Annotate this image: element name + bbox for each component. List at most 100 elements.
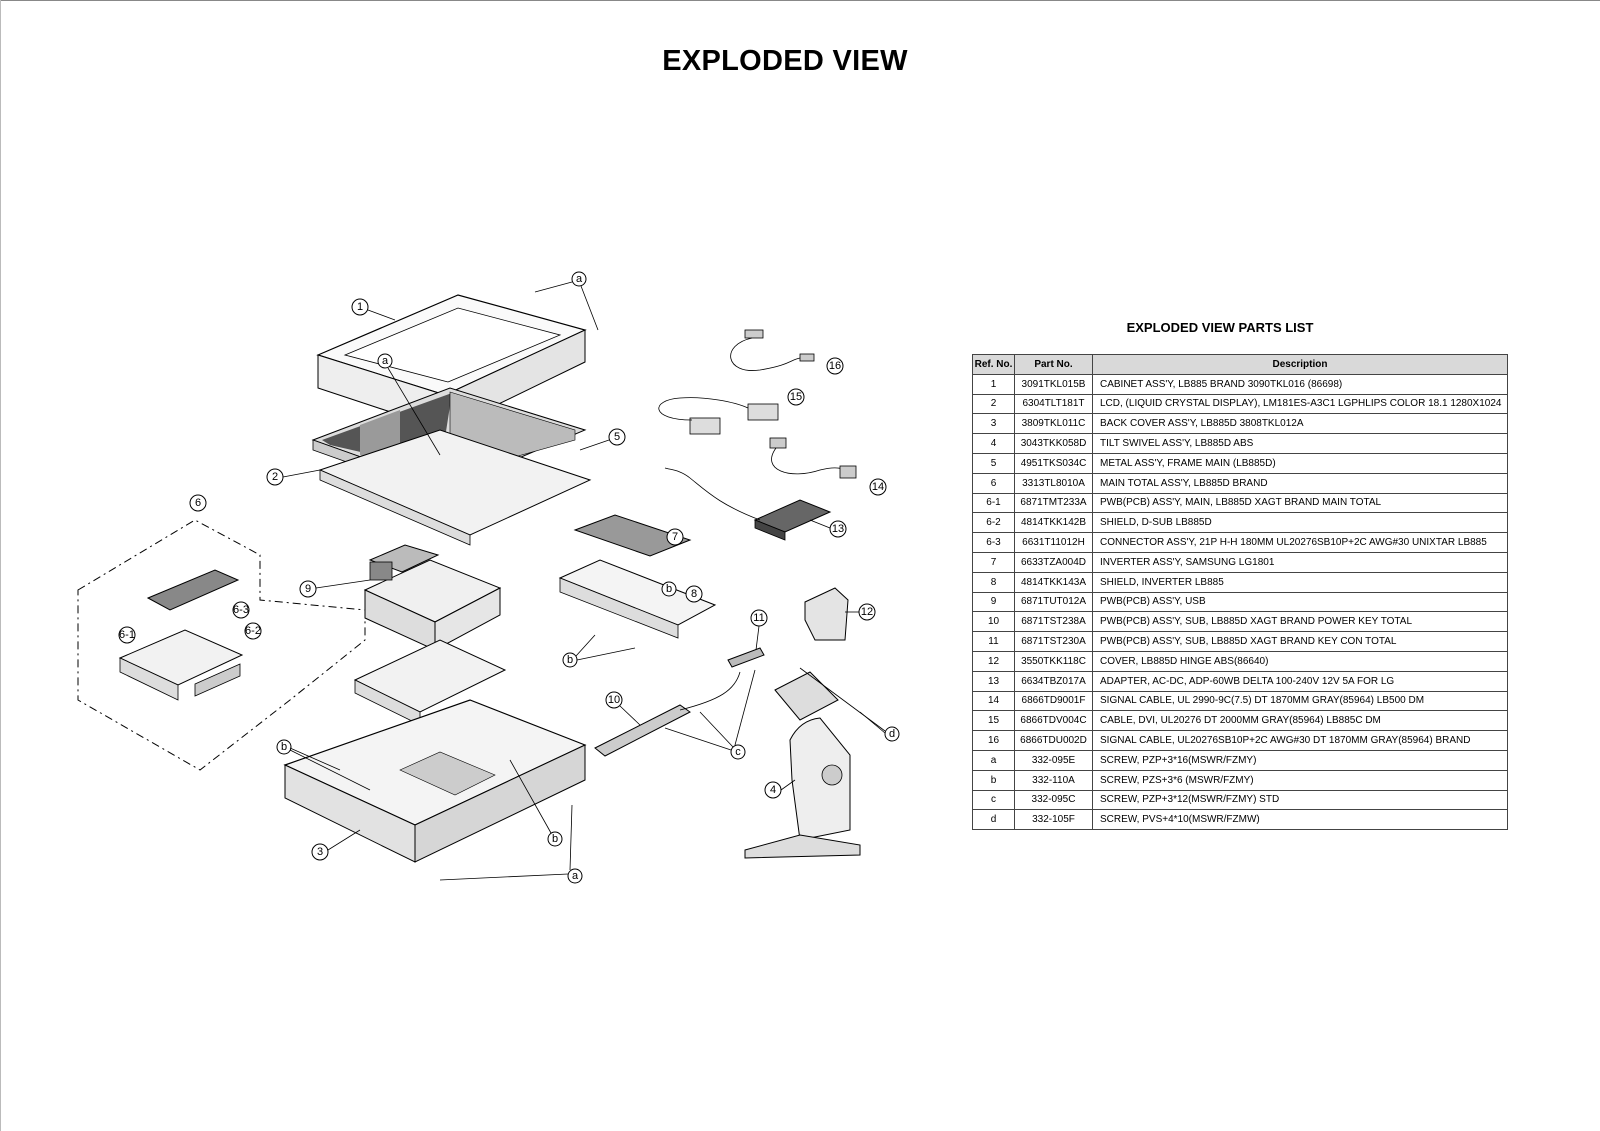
ref-cell: 6-3	[972, 532, 1015, 553]
ref-cell: 7	[972, 551, 1015, 573]
ref-cell: c	[972, 789, 1015, 811]
svg-text:12: 12	[861, 606, 873, 618]
description-cell: CABLE, DVI, UL20276 DT 2000MM GRAY(85964…	[1092, 710, 1508, 732]
part-no-cell: 332-095C	[1014, 789, 1093, 811]
part-no-cell: 6633TZA004D	[1014, 551, 1093, 573]
callout-4: 4	[764, 781, 782, 799]
exploded-view-diagram: 1 2 3 4 5 6 6-1 6-2 6-3 7 8 9 10 11 12 1…	[77, 271, 900, 884]
svg-text:11: 11	[753, 612, 764, 624]
callout-11: 11	[750, 609, 768, 627]
callout-5: 5	[608, 428, 626, 446]
page-title: EXPLODED VIEW	[662, 45, 908, 77]
ref-cell: 15	[972, 710, 1015, 732]
ref-cell: 4	[972, 433, 1015, 454]
description-cell: MAIN TOTAL ASS'Y, LB885D BRAND	[1092, 472, 1508, 494]
ref-cell: 1	[972, 373, 1015, 395]
part-no-cell: 6871TST230A	[1014, 631, 1093, 652]
part-hinge-cover	[804, 587, 849, 641]
part-ac-adapter	[664, 467, 832, 541]
ref-cell: b	[972, 769, 1015, 791]
svg-text:b: b	[281, 741, 287, 753]
part-no-cell: 3809TKL011C	[1014, 413, 1093, 435]
part-power-key-board	[594, 671, 741, 757]
part-key-con-board	[727, 647, 765, 668]
description-cell: COVER, LB885D HINGE ABS(86640)	[1092, 650, 1508, 672]
callout-6-1: 6-1	[118, 626, 136, 644]
part-no-cell: 6866TDU002D	[1014, 730, 1093, 751]
svg-text:16: 16	[829, 360, 841, 372]
part-no-cell: 332-095E	[1014, 749, 1093, 771]
svg-text:b: b	[567, 654, 573, 666]
ref-cell: 8	[972, 571, 1015, 593]
part-inverter-board	[573, 514, 692, 557]
callout-a-mid: a	[377, 353, 393, 369]
callout-6-2: 6-2	[244, 622, 262, 640]
part-no-cell: 332-110A	[1014, 769, 1093, 791]
svg-text:1: 1	[357, 301, 363, 313]
ref-cell: 10	[972, 611, 1015, 633]
callout-3: 3	[311, 843, 329, 861]
svg-text:9: 9	[305, 583, 311, 595]
part-no-cell: 6866TDV004C	[1014, 710, 1093, 732]
part-no-cell: 3313TL8010A	[1014, 472, 1093, 494]
parts-list-header-row: Ref. No. Part No. Description	[972, 354, 1508, 375]
description-cell: SCREW, PVS+4*10(MSWR/FZMW)	[1092, 809, 1508, 831]
svg-text:6: 6	[195, 497, 201, 509]
callout-b-shield: b	[562, 652, 578, 668]
ref-cell: 16	[972, 730, 1015, 751]
svg-text:3: 3	[317, 846, 323, 858]
ref-cell: 6	[972, 472, 1015, 494]
page-top-rule	[0, 0, 1600, 1]
part-usb-signal-cable	[730, 329, 815, 371]
ref-cell: 2	[972, 393, 1015, 415]
part-main-total-group	[77, 519, 366, 771]
description-cell: SIGNAL CABLE, UL 2990-9C(7.5) DT 1870MM …	[1092, 690, 1508, 712]
description-cell: SIGNAL CABLE, UL20276SB10P+2C AWG#30 DT …	[1092, 730, 1508, 751]
part-no-cell: 6871TST238A	[1014, 611, 1093, 633]
callout-1: 1	[351, 298, 369, 316]
description-cell: SCREW, PZP+3*12(MSWR/FZMY) STD	[1092, 789, 1508, 811]
ref-cell: 5	[972, 452, 1015, 474]
part-no-cell: 6634TBZ017A	[1014, 670, 1093, 692]
callout-b-inverter: b	[661, 581, 677, 597]
svg-text:13: 13	[832, 523, 844, 535]
part-back-cover	[283, 699, 587, 863]
part-main-shield-assembly	[363, 559, 502, 651]
svg-text:c: c	[735, 746, 741, 758]
part-no-cell: 3550TKK118C	[1014, 650, 1093, 672]
description-cell: LCD, (LIQUID CRYSTAL DISPLAY), LM181ES-A…	[1092, 393, 1508, 415]
part-no-cell: 4814TKK142B	[1014, 512, 1093, 534]
part-inverter-shield	[558, 559, 717, 639]
description-cell: SHIELD, INVERTER LB885	[1092, 571, 1508, 593]
callout-16: 16	[826, 357, 844, 375]
description-cell: TILT SWIVEL ASS'Y, LB885D ABS	[1092, 433, 1508, 454]
svg-text:a: a	[576, 273, 583, 285]
description-cell: INVERTER ASS'Y, SAMSUNG LG1801	[1092, 551, 1508, 573]
callout-15: 15	[787, 388, 805, 406]
part-no-cell: 3043TKK058D	[1014, 433, 1093, 454]
callout-8: 8	[685, 585, 703, 603]
callout-b-right: b	[547, 831, 563, 847]
description-cell: PWB(PCB) ASS'Y, SUB, LB885D XAGT BRAND K…	[1092, 631, 1508, 652]
callout-b-left: b	[276, 739, 292, 755]
header-ref-no: Ref. No.	[972, 354, 1015, 375]
svg-text:a: a	[382, 355, 389, 367]
description-cell: PWB(PCB) ASS'Y, SUB, LB885D XAGT BRAND P…	[1092, 611, 1508, 633]
ref-cell: 9	[972, 591, 1015, 613]
svg-text:8: 8	[691, 588, 697, 600]
part-d-sub-signal-cable	[769, 437, 857, 479]
